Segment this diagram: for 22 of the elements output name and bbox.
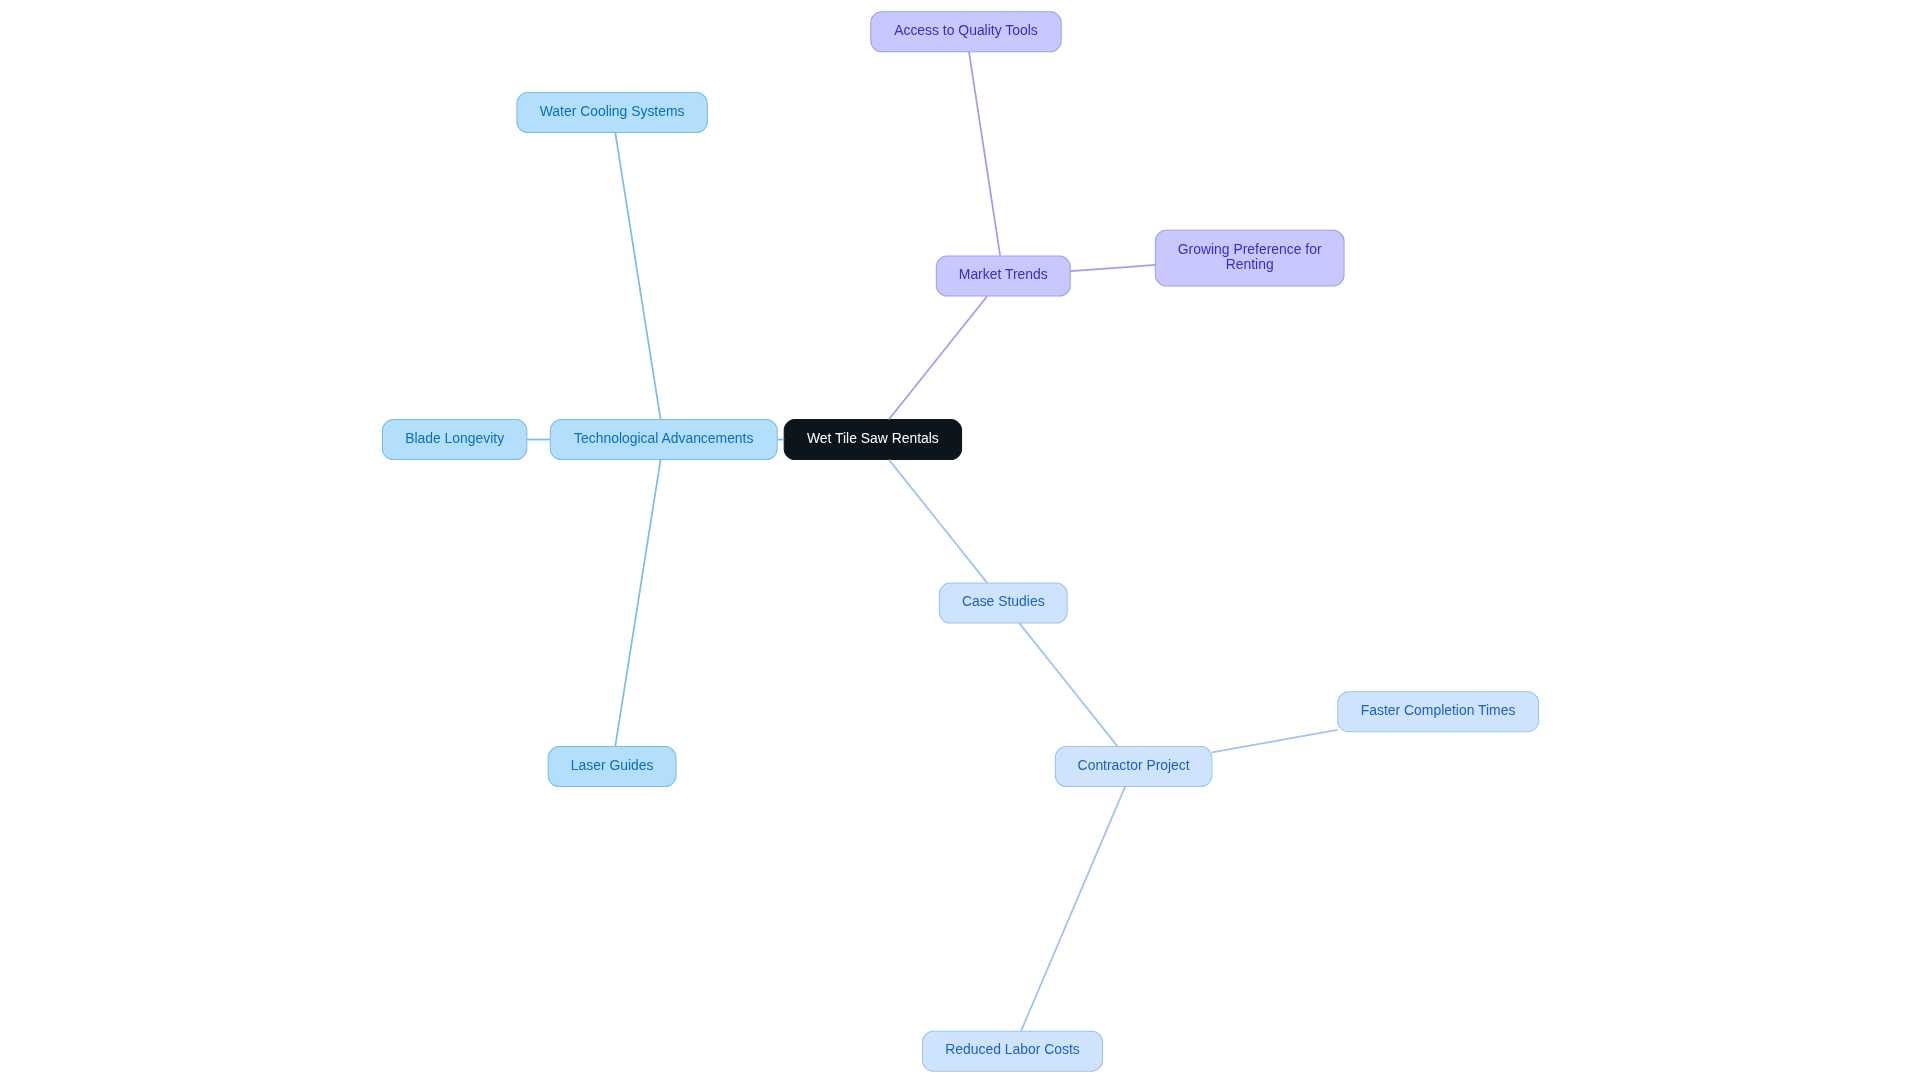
node-box: Reduced Labor Costs [921, 1030, 1103, 1072]
node-box: Contractor Project [1054, 746, 1212, 788]
node-box: Technological Advancements [549, 419, 778, 461]
connector [1019, 785, 1126, 1032]
node-box: Access to Quality Tools [869, 11, 1062, 53]
node-box: Case Studies [938, 582, 1068, 624]
connector [613, 131, 661, 421]
node-box: Laser Guides [547, 746, 677, 788]
node-box: Wet Tile Saw Rentals [783, 419, 962, 461]
node-box: Blade Longevity [381, 419, 527, 461]
connector [613, 458, 661, 748]
node-box: Water Cooling Systems [515, 92, 708, 134]
node-box: Market Trends [935, 255, 1071, 297]
connector [1068, 264, 1156, 273]
connector [887, 458, 988, 584]
connector [887, 295, 988, 421]
node-box: Faster Completion Times [1336, 691, 1539, 733]
node-box: Growing Preference for Renting [1154, 229, 1345, 287]
connector [967, 51, 1001, 257]
connector [1210, 729, 1338, 754]
connector [1017, 622, 1118, 748]
connector [525, 438, 551, 441]
